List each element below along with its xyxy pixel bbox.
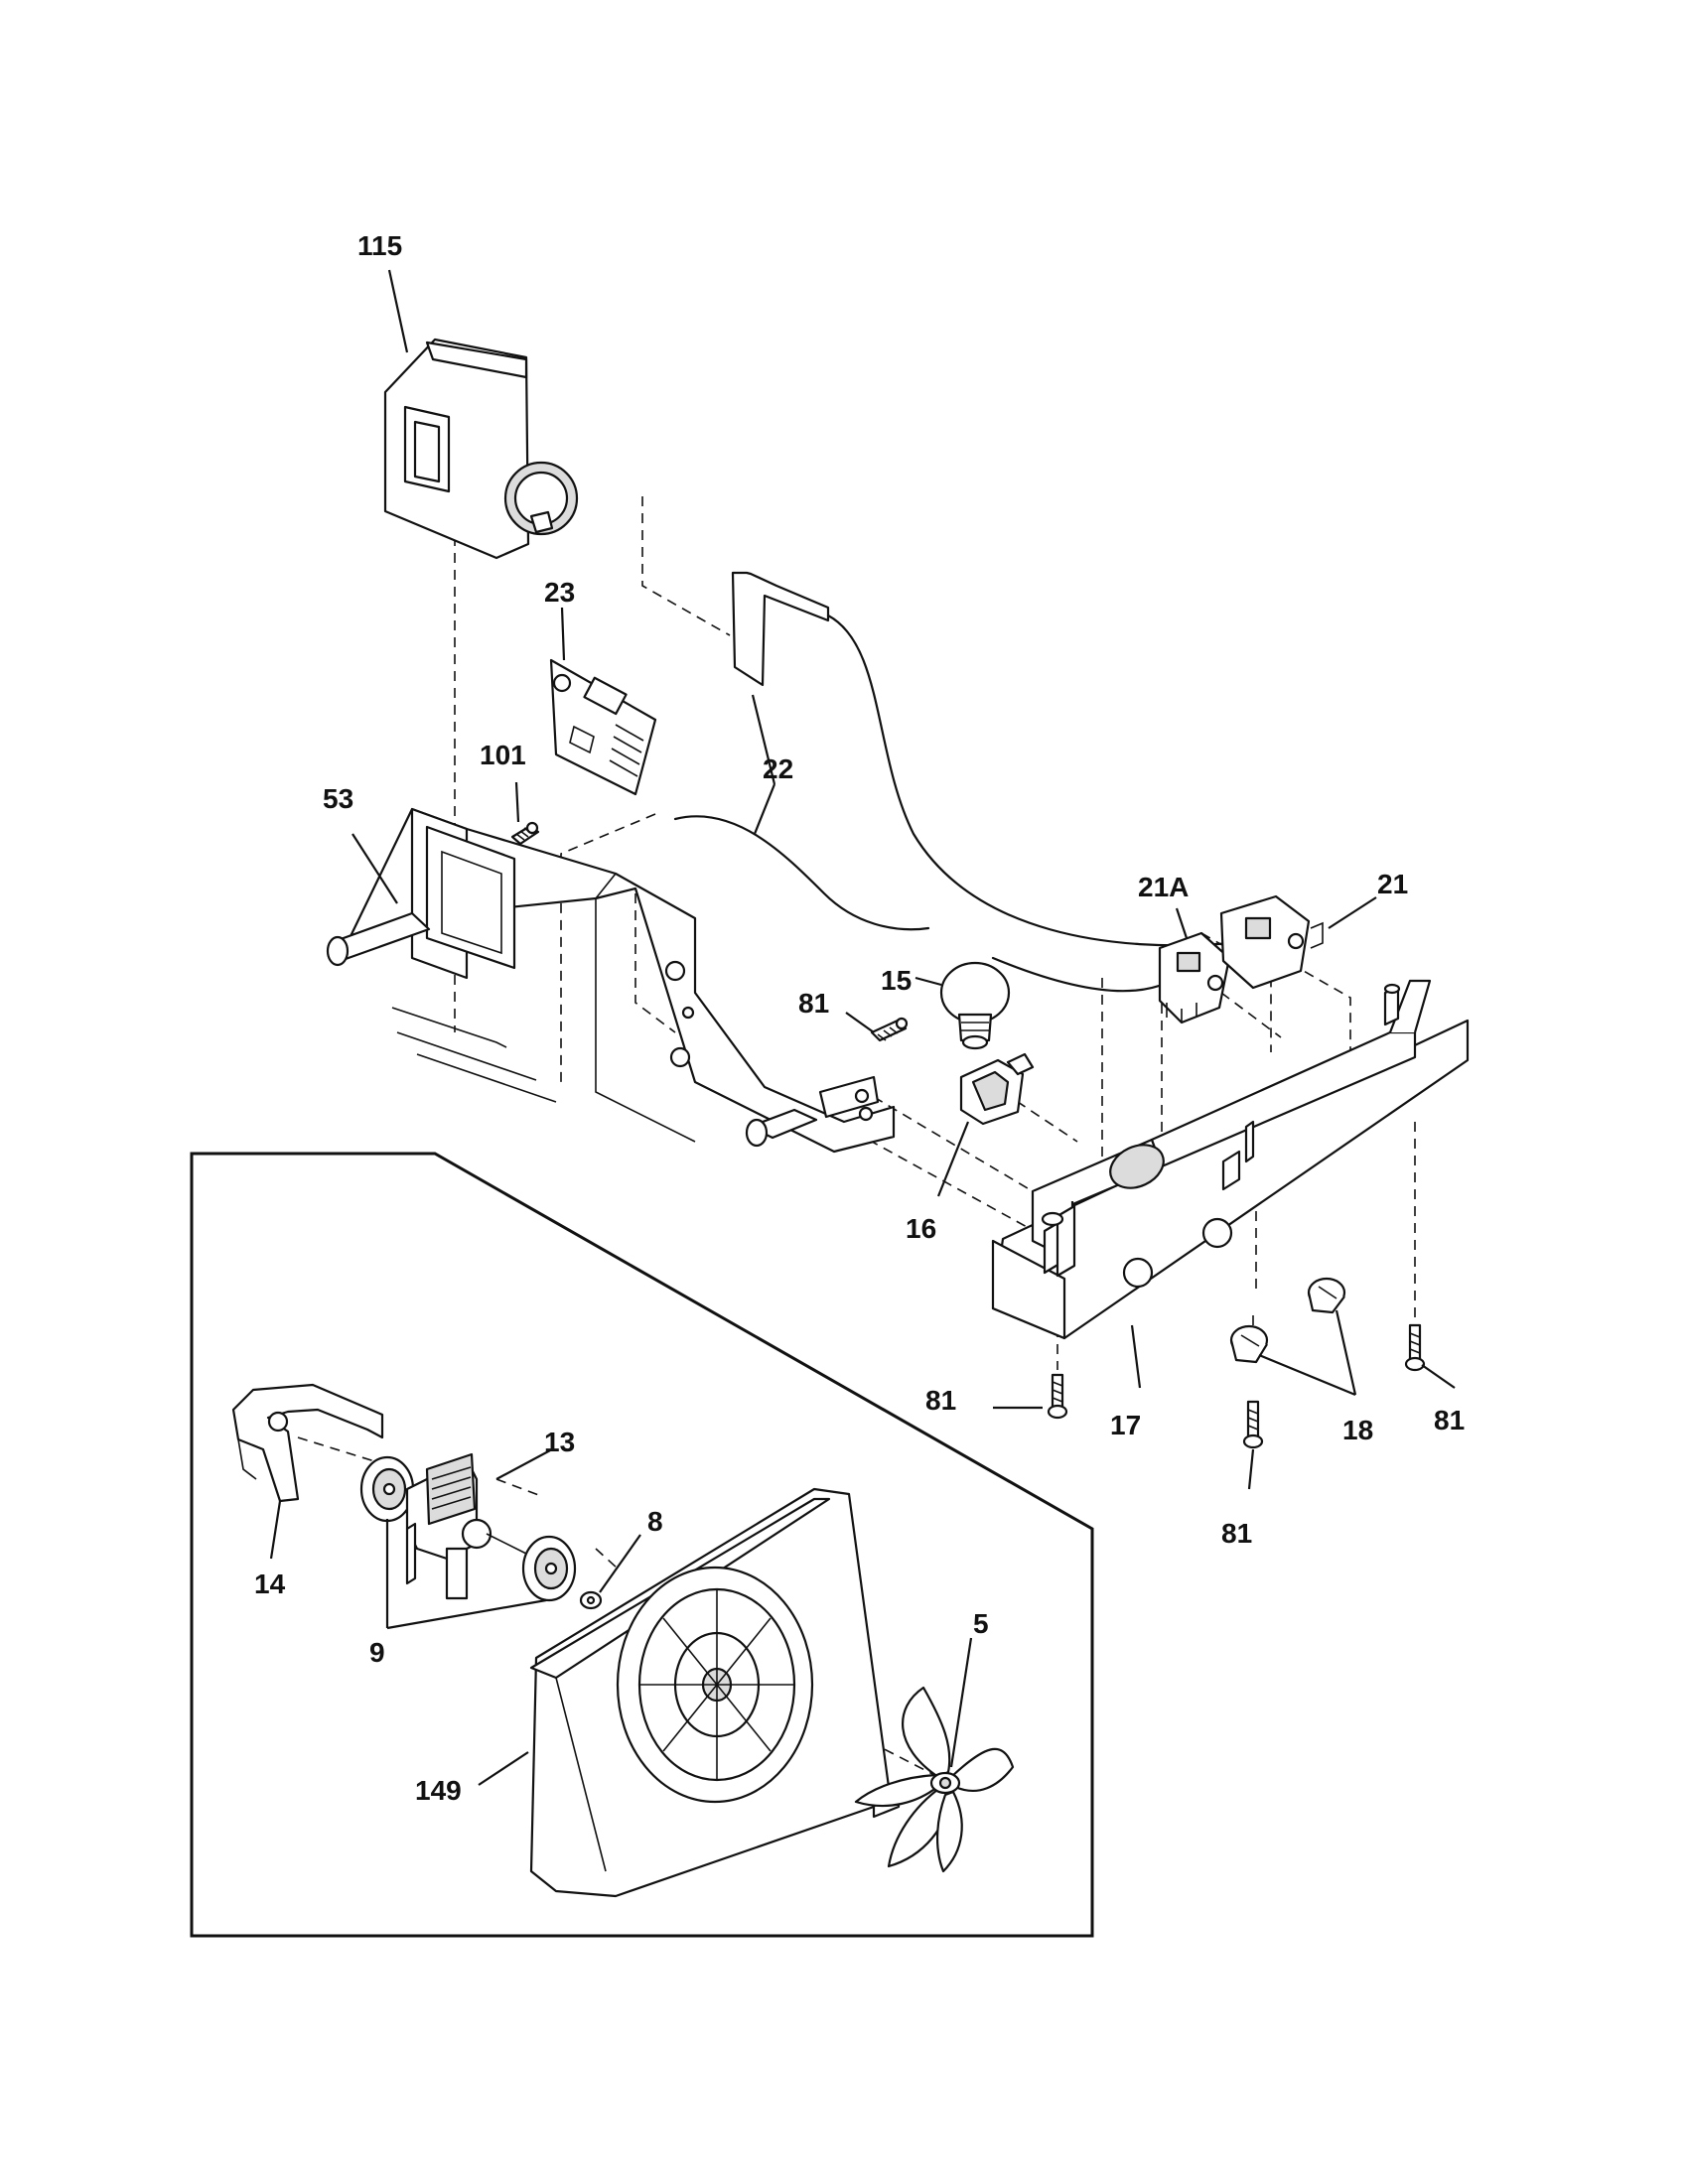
callout-115: 115 (357, 230, 402, 261)
part-21-switch (1219, 894, 1324, 990)
part-15-bulb (939, 961, 1011, 1050)
callout-9: 9 (369, 1637, 385, 1668)
leader-lines (269, 269, 1456, 1786)
callout-14: 14 (254, 1569, 286, 1599)
part-16-lamp-socket (959, 1052, 1035, 1126)
part-9-motor-mount-left (359, 1455, 415, 1523)
callout-13: 13 (544, 1427, 575, 1457)
callout-81-right: 81 (1434, 1405, 1465, 1435)
part-23-control-board (549, 658, 657, 796)
callout-81-mid: 81 (1221, 1518, 1252, 1549)
part-14-motor-bracket (231, 1383, 384, 1503)
part-81-screw-upper (870, 1017, 909, 1042)
callout-81-left: 81 (925, 1385, 956, 1416)
part-18-knob-b (1307, 1277, 1346, 1314)
part-81-screw-right (1404, 1323, 1426, 1372)
part-81-screw-left (1047, 1373, 1068, 1420)
part-5-fan-blade (854, 1686, 1015, 1873)
callout-17: 17 (1110, 1410, 1141, 1440)
callout-23: 23 (544, 577, 575, 608)
callout-21A: 21A (1138, 872, 1189, 902)
part-81-screw-mid (1242, 1400, 1264, 1449)
part-13-fan-motor (405, 1452, 527, 1600)
part-8-washer (579, 1590, 603, 1610)
callout-53: 53 (323, 783, 353, 814)
callout-149: 149 (415, 1775, 462, 1806)
callout-8: 8 (647, 1506, 663, 1537)
callout-81-upper: 81 (798, 988, 829, 1019)
callout-101: 101 (480, 740, 526, 770)
callout-15: 15 (881, 965, 912, 996)
part-9-motor-mount-right (521, 1535, 577, 1602)
part-17-housing (991, 979, 1470, 1340)
part-115-control-housing (383, 338, 579, 560)
callout-labels: 115 23 22 101 53 21A 21 15 81 16 81 17 1… (254, 230, 1465, 1806)
part-21A-switch (1158, 931, 1231, 1024)
part-22-sensor-tube (673, 571, 1233, 993)
callout-22: 22 (763, 753, 793, 784)
callout-21: 21 (1377, 869, 1408, 899)
callout-18: 18 (1342, 1415, 1373, 1445)
part-149-fan-shroud (529, 1487, 901, 1898)
callout-16: 16 (906, 1213, 936, 1244)
part-53-bracket (326, 807, 896, 1154)
inset-frame (190, 1152, 1094, 1938)
part-18-knob-a (1229, 1324, 1269, 1364)
callout-5: 5 (973, 1608, 989, 1639)
part-101-screw (510, 821, 540, 846)
